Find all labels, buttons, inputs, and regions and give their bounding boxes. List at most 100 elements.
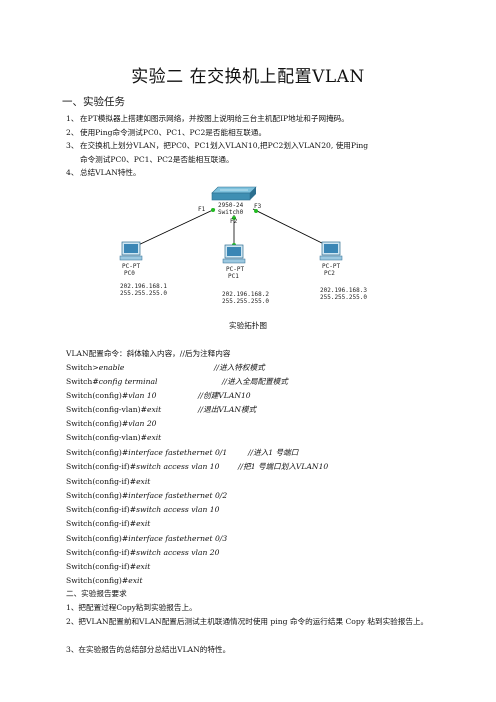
command-prompt: Switch(config-vlan)# (66, 433, 147, 442)
command-prompt: Switch(config-if)# (66, 548, 137, 557)
pc0-computer-icon[interactable] (119, 241, 143, 261)
port-label-f2: F2 (230, 218, 238, 225)
command-prompt: Switch(config-if)# (66, 477, 137, 486)
command-comment: //进入1 号端口 (248, 448, 299, 457)
command-prompt: Switch(config)# (66, 491, 129, 500)
task-number: 3、 (66, 141, 79, 150)
command-line-1: Switch>enable //进入特权模式 (66, 363, 265, 373)
switch-model-label: 2950-24 (218, 202, 244, 209)
command-comment: //把1 号端口划入VLAN10 (238, 462, 329, 471)
command-prompt: Switch(config-if)# (66, 562, 137, 571)
command-line-9: Switch(config-if)#exit (66, 477, 150, 487)
command-prompt: Switch(config-if)# (66, 519, 137, 528)
command-line-13: Switch(config)#interface fastethernet 0/… (66, 534, 227, 544)
command-input: config terminal (98, 377, 158, 386)
command-line-4: Switch(config-vlan)#exit //退出VLAN模式 (66, 405, 256, 415)
command-line-5: Switch(config)#vlan 20 (66, 419, 156, 429)
command-input: interface fastethernet 0/1 (128, 448, 228, 457)
command-comment: //创建VLAN10 (198, 391, 251, 400)
command-line-15: Switch(config-if)#exit (66, 562, 150, 572)
command-line-6: Switch(config-vlan)#exit (66, 433, 161, 443)
command-prompt: Switch(config-if)# (66, 462, 137, 471)
command-line-14: Switch(config-if)#switch access vlan 20 (66, 548, 219, 558)
command-line-12: Switch(config-if)#exit (66, 519, 150, 529)
command-input: vlan 10 (128, 391, 157, 400)
command-prompt: Switch(config-if)# (66, 505, 137, 514)
command-prompt: Switch(config-vlan)# (66, 405, 147, 414)
command-input: interface fastethernet 0/3 (128, 534, 228, 543)
pc0-name-label: PC0 (124, 270, 135, 277)
task-text: 使用Ping命令测试PC0、PC1、PC2是否能相互联通。 (80, 127, 267, 137)
command-line-2: Switch#config terminal//进入全局配置模式 (66, 377, 288, 387)
command-input: vlan 20 (128, 419, 157, 428)
command-prompt: Switch# (66, 377, 99, 386)
pc0-mask-label: 255.255.255.0 (120, 290, 167, 297)
command-line-3: Switch(config)#vlan 10 //创建VLAN10 (66, 391, 251, 401)
task-text: 在交换机上划分VLAN，把PC0、PC1划入VLAN10,把PC2划入VLAN2… (80, 141, 369, 150)
pc1-mask-label: 255.255.255.0 (222, 298, 269, 305)
section-heading-tasks: 一、实验任务 (62, 96, 125, 108)
report-item-3: 3、在实验报告的总结部分总结出VLAN的特性。 (66, 645, 231, 654)
command-prompt: Switch(config)# (66, 419, 129, 428)
page-title: 实验二 在交换机上配置VLAN (131, 67, 365, 87)
command-intro: VLAN配置命令：斜体输入内容，//后为注释内容 (66, 349, 231, 358)
command-prompt: Switch(config)# (66, 576, 129, 585)
command-comment: //退出VLAN模式 (198, 405, 257, 414)
command-input: exit (136, 477, 151, 486)
pc1-computer-icon[interactable] (222, 244, 246, 264)
figure-caption: 实验拓扑图 (229, 321, 267, 330)
pc2-type-label: PC-PT (322, 263, 340, 270)
task-text-continued: 命令测试PC0、PC1、PC2是否能相互联通。 (80, 154, 234, 164)
command-line-16: Switch(config)#exit (66, 576, 143, 586)
link-switch-pc2 (252, 208, 331, 248)
pc2-mask-label: 255.255.255.0 (320, 294, 367, 301)
task-text: 总结VLAN特性。 (80, 168, 141, 177)
command-input: switch access vlan 10 (136, 462, 220, 471)
topology-diagram: 2950-24 Switch0 F1 F2 F3 PC-PT PC0 202.1… (119, 186, 367, 305)
command-input: exit (136, 519, 151, 528)
link-status-dot (232, 216, 236, 220)
report-item-1: 1、把配置过程Copy粘到实验报告上。 (66, 603, 197, 612)
task-item-3: 3、在交换机上划分VLAN，把PC0、PC1划入VLAN10,把PC2划入VLA… (66, 139, 436, 166)
pc2-ip-label: 202.196.168.3 (320, 287, 367, 294)
command-input: enable (98, 363, 125, 372)
switch-icon[interactable] (211, 186, 257, 201)
command-prompt: Switch(config)# (66, 391, 129, 400)
command-input: exit (136, 562, 151, 571)
link-switch-pc0 (133, 208, 216, 248)
task-number: 4、 (66, 168, 79, 177)
switch-name-label: Switch0 (218, 209, 244, 216)
command-input: switch access vlan 20 (136, 548, 220, 557)
pc0-ip-label: 202.196.168.1 (120, 283, 167, 290)
command-line-7: Switch(config)#interface fastethernet 0/… (66, 448, 298, 458)
command-prompt: Switch> (66, 363, 99, 372)
section-heading-report: 二、实验报告要求 (66, 589, 127, 598)
pc1-type-label: PC-PT (226, 266, 244, 273)
task-item-4: 4、总结VLAN特性。 (66, 166, 436, 180)
command-input: exit (146, 405, 162, 414)
task-item-2: 2、使用Ping命令测试PC0、PC1、PC2是否能相互联通。 (66, 126, 436, 140)
link-status-dot (254, 209, 258, 213)
task-item-1: 1、在PT模拟器上搭建如图示网络，并按图上说明给三台主机配IP地址和子网掩码。 (66, 112, 436, 126)
pc1-name-label: PC1 (228, 273, 239, 280)
command-input: exit (128, 576, 143, 585)
command-prompt: Switch(config)# (66, 448, 129, 457)
command-comment: //进入特权模式 (214, 363, 265, 372)
command-input: exit (146, 433, 162, 442)
command-line-11: Switch(config-if)#switch access vlan 10 (66, 505, 219, 515)
command-prompt: Switch(config)# (66, 534, 129, 543)
pc2-computer-icon[interactable] (319, 241, 343, 261)
task-number: 2、 (66, 127, 79, 137)
command-input: interface fastethernet 0/2 (128, 491, 228, 500)
port-label-f1: F1 (198, 206, 206, 213)
task-text: 在PT模拟器上搭建如图示网络，并按图上说明给三台主机配IP地址和子网掩码。 (80, 114, 349, 123)
command-line-10: Switch(config)#interface fastethernet 0/… (66, 491, 227, 501)
link-status-dot (211, 208, 215, 212)
command-line-8: Switch(config-if)#switch access vlan 10 /… (66, 462, 328, 472)
pc1-ip-label: 202.196.168.2 (222, 291, 269, 298)
task-number: 1、 (66, 114, 79, 123)
port-label-f3: F3 (254, 203, 262, 210)
command-input: switch access vlan 10 (136, 505, 220, 514)
pc0-type-label: PC-PT (122, 263, 140, 270)
